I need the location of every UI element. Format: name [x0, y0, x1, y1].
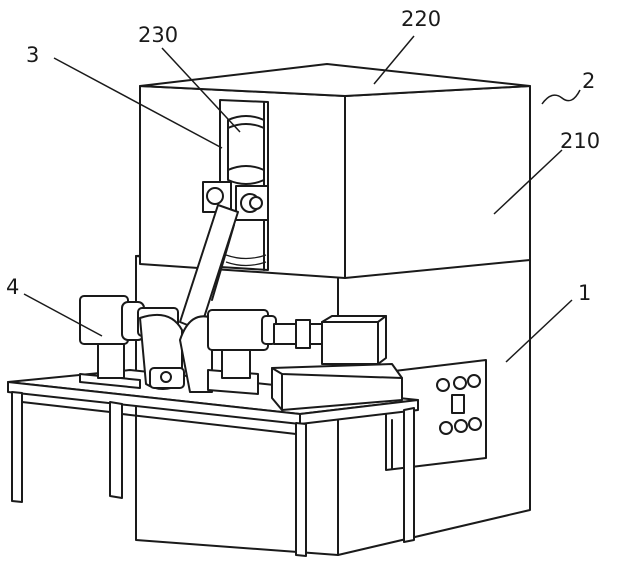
- panel-knob: [437, 379, 449, 391]
- panel-knob: [440, 422, 452, 434]
- label-lid: 220: [401, 7, 441, 31]
- motor-body: [80, 296, 128, 344]
- label-motor: 4: [6, 275, 19, 299]
- upper-cabinet: [140, 64, 530, 278]
- label-window: 230: [138, 23, 178, 47]
- label-cabinet: 210: [560, 129, 600, 153]
- panel-switch: [452, 395, 464, 413]
- panel-knob: [468, 375, 480, 387]
- label-assembly: 2: [582, 69, 595, 93]
- motor-stand: [98, 340, 124, 378]
- label-rotor: 3: [26, 43, 39, 67]
- panel-knob: [455, 420, 467, 432]
- panel-knob: [454, 377, 466, 389]
- gearbox: [322, 322, 378, 364]
- panel-knob: [469, 418, 481, 430]
- bearing-housing: [208, 310, 268, 350]
- label-base: 1: [578, 281, 591, 305]
